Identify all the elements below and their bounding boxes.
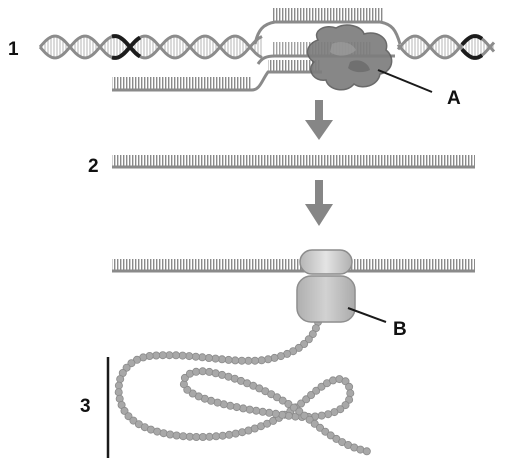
amino-acid-bead (284, 399, 293, 408)
amino-acid-bead (297, 399, 306, 408)
amino-acid-bead (317, 411, 326, 420)
amino-acid-bead (129, 416, 138, 425)
amino-acid-bead (345, 395, 354, 404)
amino-acid-bead (231, 356, 240, 365)
amino-acid-bead (188, 389, 197, 398)
amino-acid-bead (122, 363, 131, 372)
amino-acid-bead (289, 403, 298, 412)
amino-acid-bead (307, 390, 316, 399)
amino-acid-bead (304, 335, 313, 344)
step-3-label: 3 (80, 396, 91, 417)
amino-acid-bead (191, 352, 200, 361)
amino-acid-bead (114, 388, 123, 397)
amino-acid-bead (341, 377, 350, 386)
amino-acid-bead (224, 355, 233, 364)
mrna-strand (112, 155, 475, 169)
amino-acid-bead (284, 411, 293, 420)
dna-highlight-segment-left (111, 34, 142, 60)
amino-acid-bead (308, 330, 317, 339)
amino-acid-bead (362, 447, 371, 456)
amino-acid-bead (295, 407, 304, 416)
label-a: A (447, 88, 461, 109)
amino-acid-bead (265, 408, 274, 417)
amino-acid-bead (305, 415, 314, 424)
ribosome-shape (296, 249, 356, 323)
amino-acid-bead (345, 382, 354, 391)
amino-acid-bead (328, 376, 337, 385)
amino-acid-bead (239, 404, 248, 413)
pointer-line-b (347, 307, 387, 323)
amino-acid-bead (244, 356, 253, 365)
template-bubble-top-strand (253, 8, 402, 45)
mrna-strand-translation (112, 259, 475, 273)
amino-acid-bead (232, 403, 241, 412)
dna-highlight-segment-right (460, 34, 484, 60)
amino-acid-bead (237, 356, 246, 365)
amino-acid-bead (192, 367, 201, 376)
amino-acid-bead (264, 355, 273, 364)
amino-acid-bead (178, 351, 187, 360)
amino-acid-bead (120, 406, 129, 415)
amino-acid-bead (205, 367, 214, 376)
amino-acid-bead (326, 431, 335, 440)
rna-polymerase-blob (306, 24, 393, 91)
nascent-rna-strand (112, 60, 322, 92)
step-3-group: B 3 (80, 249, 475, 458)
amino-acid-bead (226, 401, 235, 410)
amino-acid-bead (310, 419, 319, 428)
step-2-label: 2 (88, 156, 99, 177)
amino-acid-bead (171, 351, 180, 360)
amino-acid-bead (300, 411, 309, 420)
amino-acid-bead (225, 430, 234, 439)
step-1-label: 1 (8, 39, 19, 60)
amino-acid-bead (211, 354, 220, 363)
amino-acid-bead (252, 406, 261, 415)
amino-acid-bead (172, 431, 181, 440)
amino-acid-bead (166, 430, 175, 439)
amino-acid-bead (124, 412, 133, 421)
amino-acid-bead (198, 432, 207, 441)
amino-acid-bead (245, 405, 254, 414)
amino-acid-bead (145, 351, 154, 360)
amino-acid-bead (257, 356, 266, 365)
amino-acid-bead (114, 381, 123, 390)
amino-acid-bead (179, 432, 188, 441)
amino-acid-bead (315, 423, 324, 432)
amino-acid-bead (217, 355, 226, 364)
amino-acid-bead (192, 432, 201, 441)
label-b: B (393, 319, 407, 340)
amino-acid-bead (250, 356, 259, 365)
amino-acid-bead (231, 429, 240, 438)
amino-acid-bead (346, 389, 355, 398)
amino-acid-bead (324, 410, 333, 419)
amino-acid-bead (312, 386, 321, 395)
amino-acid-bead (300, 339, 309, 348)
step-2-group: 2 (88, 155, 475, 177)
amino-acid-chain (114, 317, 371, 456)
amino-acid-bead (341, 401, 350, 410)
amino-acid-bead (271, 409, 280, 418)
amino-acid-bead (258, 407, 267, 416)
amino-acid-bead (212, 432, 221, 441)
amino-acid-bead (116, 375, 125, 384)
pointer-line-a (377, 69, 433, 93)
step-1-group: 1 A (8, 8, 496, 109)
amino-acid-bead (204, 353, 213, 362)
amino-acid-bead (198, 367, 207, 376)
down-arrow-icon (305, 180, 333, 226)
amino-acid-bead (270, 353, 279, 362)
amino-acid-bead (185, 352, 194, 361)
amino-acid-bead (158, 351, 167, 360)
amino-acid-bead (127, 359, 136, 368)
down-arrow-icon (305, 100, 333, 140)
amino-acid-bead (152, 351, 161, 360)
amino-acid-bead (205, 432, 214, 441)
amino-acid-bead (278, 410, 287, 419)
amino-acid-bead (198, 353, 207, 362)
amino-acid-bead (165, 351, 174, 360)
amino-acid-bead (159, 429, 168, 438)
amino-acid-bead (321, 427, 330, 436)
amino-acid-bead (218, 431, 227, 440)
